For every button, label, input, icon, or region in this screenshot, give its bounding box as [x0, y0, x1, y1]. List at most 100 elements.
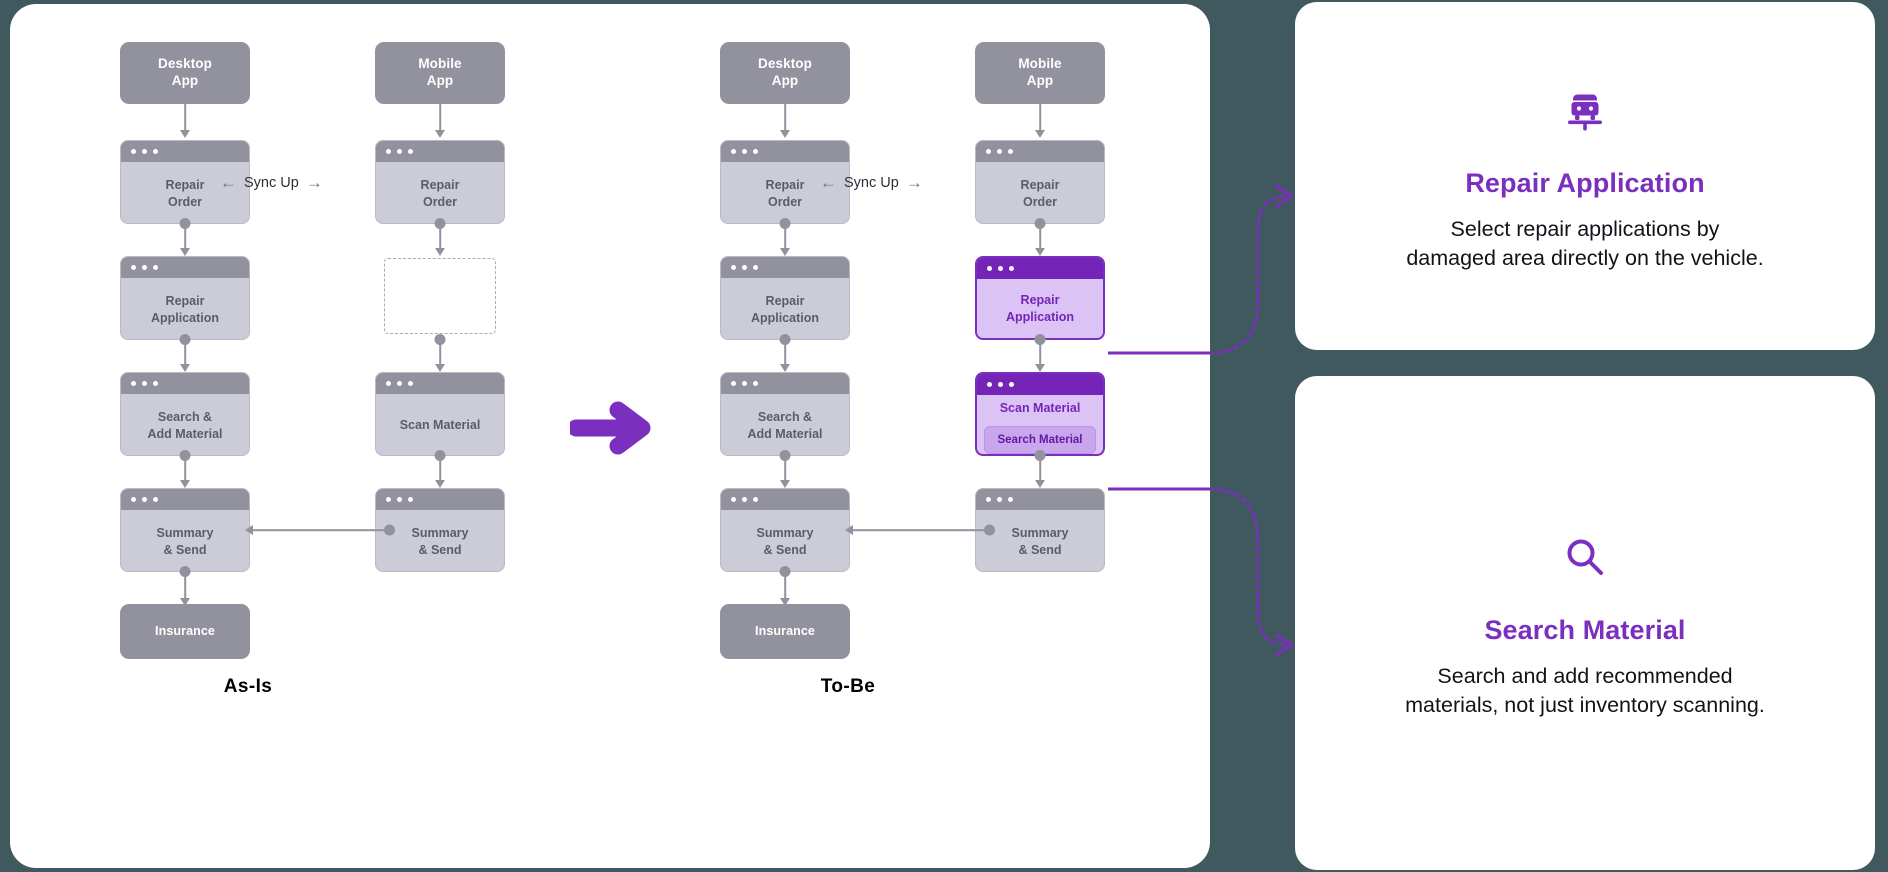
as-is-mobile-missing-step-placeholder	[384, 258, 496, 334]
window-dot-icon	[987, 266, 992, 271]
window-dot-icon	[131, 497, 136, 502]
window-dot-icon	[131, 381, 136, 386]
window-titlebar	[121, 141, 249, 162]
window-dot-icon	[742, 381, 747, 386]
magnifier-icon	[1560, 527, 1610, 589]
window-titlebar	[977, 374, 1103, 395]
terminal-label: Insurance	[755, 623, 815, 638]
as-is-desktop-node-summary-send: Summary& Send	[120, 488, 250, 572]
window-dot-icon	[142, 149, 147, 154]
to-be-desktop-node-search-add-material: Search &Add Material	[720, 372, 850, 456]
window-titlebar	[721, 373, 849, 394]
connector-repair-order-to-repair-application	[174, 218, 196, 256]
window-dot-icon	[997, 497, 1002, 502]
connector-search-add-to-summary	[774, 450, 796, 488]
window-dot-icon	[742, 149, 747, 154]
window-dot-icon	[397, 149, 402, 154]
arrow-right-icon: →	[305, 173, 323, 192]
node-label: Summary& Send	[156, 526, 214, 557]
window-titlebar	[976, 141, 1104, 162]
connector-scan-material-to-summary	[429, 450, 451, 488]
connector-repair-order-to-repair-application	[1029, 218, 1051, 256]
arrow-left-icon: ←	[220, 173, 237, 192]
as-is-sync-up-label: ← Sync Up →	[220, 174, 323, 191]
window-dot-icon	[1008, 497, 1013, 502]
connector-repair-application-to-search-add	[174, 334, 196, 372]
window-dot-icon	[153, 497, 158, 502]
window-dot-icon	[986, 497, 991, 502]
connector-repair-order-to-repair-application	[774, 218, 796, 256]
sync-up-text: Sync Up	[844, 174, 899, 191]
as-is-mobile-node-summary-send: Summary& Send	[375, 488, 505, 572]
connector-scan-material-to-summary	[1029, 450, 1051, 488]
window-titlebar	[976, 489, 1104, 510]
window-dot-icon	[408, 497, 413, 502]
window-titlebar	[376, 373, 504, 394]
connector-repair-order-to-placeholder	[429, 218, 451, 256]
window-dot-icon	[386, 149, 391, 154]
window-dot-icon	[742, 497, 747, 502]
as-is-terminal-insurance: Insurance	[120, 604, 250, 659]
connector-search-add-to-summary	[174, 450, 196, 488]
window-dot-icon	[153, 265, 158, 270]
as-is-connector-mobile-summary-to-desktop-summary	[245, 523, 395, 537]
window-dot-icon	[1009, 266, 1014, 271]
terminal-label: Insurance	[155, 623, 215, 638]
window-dot-icon	[753, 381, 758, 386]
window-dot-icon	[1008, 149, 1013, 154]
window-dot-icon	[408, 381, 413, 386]
card-title: Search Material	[1484, 614, 1686, 645]
window-dot-icon	[753, 149, 758, 154]
window-dot-icon	[998, 266, 1003, 271]
link-search-material-arrowhead-icon	[1274, 633, 1294, 657]
window-titlebar	[721, 257, 849, 278]
subnode-label: Search Material	[997, 434, 1083, 447]
window-dot-icon	[753, 497, 758, 502]
window-titlebar	[376, 489, 504, 510]
window-dot-icon	[142, 497, 147, 502]
window-titlebar	[121, 489, 249, 510]
connector-app-to-repair-order	[1029, 104, 1051, 140]
window-dot-icon	[153, 381, 158, 386]
window-titlebar	[721, 141, 849, 162]
window-titlebar	[376, 141, 504, 162]
to-be-mobile-node-scan-material-highlighted[interactable]: Scan Material Search Material	[975, 372, 1105, 456]
as-is-desktop-node-search-add-material: Search &Add Material	[120, 372, 250, 456]
node-label: Search &Add Material	[747, 410, 823, 441]
window-dot-icon	[1009, 381, 1014, 387]
arrow-right-icon: →	[905, 173, 923, 192]
window-dot-icon	[742, 265, 747, 270]
feature-card-search-material: Search Material Search and add recommend…	[1295, 376, 1875, 870]
connector-repair-application-to-search-add	[774, 334, 796, 372]
window-dot-icon	[131, 265, 136, 270]
connector-app-to-repair-order	[174, 104, 196, 140]
to-be-mobile-node-summary-send: Summary& Send	[975, 488, 1105, 572]
node-label: Scan Material	[399, 418, 481, 433]
feature-card-repair-application: Repair Application Select repair applica…	[1295, 2, 1875, 350]
connector-summary-to-insurance	[774, 566, 796, 606]
window-dot-icon	[753, 265, 758, 270]
node-label: Summary& Send	[1011, 526, 1069, 557]
card-title: Repair Application	[1465, 167, 1705, 198]
link-repair-application-dashed	[1206, 194, 1290, 355]
arrow-left-icon: ←	[820, 173, 837, 192]
window-dot-icon	[386, 381, 391, 386]
node-label: Search &Add Material	[147, 410, 223, 441]
window-dot-icon	[386, 497, 391, 502]
window-dot-icon	[408, 149, 413, 154]
